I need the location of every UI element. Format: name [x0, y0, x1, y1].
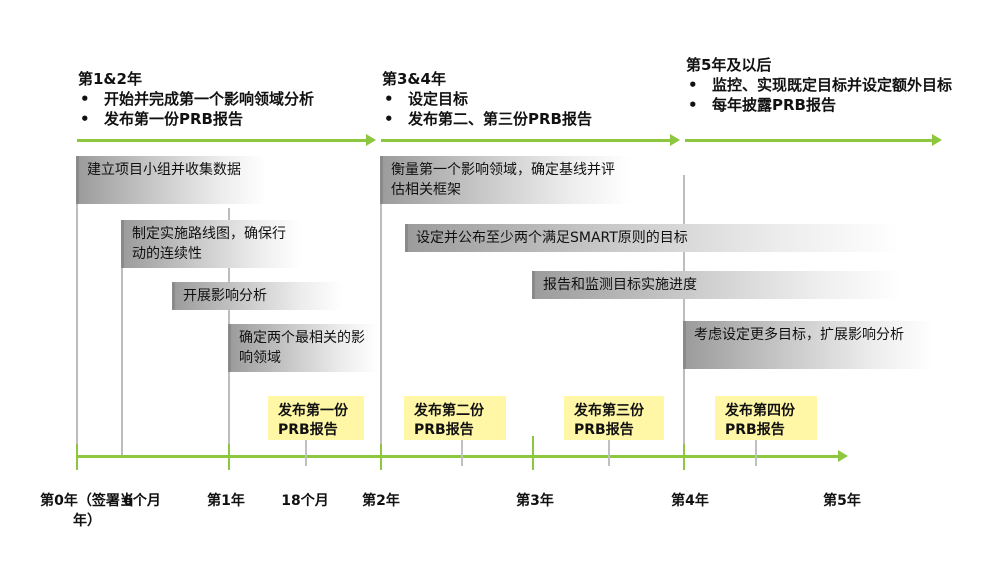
- phase-bullet: 每年披露PRB报告: [686, 95, 956, 115]
- phase-3-arrow-line: [685, 139, 933, 142]
- axis-tick-report: [608, 440, 610, 466]
- task-bar: 确定两个最相关的影响领域: [228, 324, 378, 372]
- axis-label-year-4: 第4年: [671, 493, 709, 509]
- phase-1-arrow-line: [77, 139, 367, 142]
- phase-1-arrow-head: [366, 134, 376, 146]
- phase-bullet-list: 设定目标 发布第二、第三份PRB报告: [382, 89, 682, 129]
- report-box: 发布第一份PRB报告: [268, 396, 364, 440]
- phase-bullet: 设定目标: [382, 89, 682, 109]
- report-box: 发布第四份PRB报告: [715, 396, 817, 440]
- axis-tick-report: [305, 440, 307, 466]
- phase-3-arrow-head: [932, 134, 942, 146]
- phase-bullet: 发布第一份PRB报告: [78, 109, 378, 129]
- phase-3: 第5年及以后 监控、实现既定目标并设定额外目标 每年披露PRB报告: [686, 55, 956, 115]
- guide-line-year-4: [683, 175, 685, 456]
- task-bar: 设定并公布至少两个满足SMART原则的目标: [405, 224, 900, 252]
- phase-bullet-list: 开始并完成第一个影响领域分析 发布第一份PRB报告: [78, 89, 378, 129]
- report-box: 发布第二份PRB报告: [404, 396, 506, 440]
- axis-tick-major: [76, 444, 78, 470]
- axis-label-year-5: 第5年: [823, 493, 861, 509]
- phase-2: 第3&4年 设定目标 发布第二、第三份PRB报告: [382, 69, 682, 129]
- axis-label-year-2: 第2年: [362, 493, 400, 509]
- task-bar: 建立项目小组并收集数据: [76, 156, 266, 204]
- phase-title: 第5年及以后: [686, 56, 772, 74]
- axis-tick-major: [228, 444, 230, 470]
- phase-bullet: 开始并完成第一个影响领域分析: [78, 89, 378, 109]
- guide-line-6-months: [121, 220, 123, 456]
- phase-title: 第1&2年: [78, 70, 142, 88]
- timeline-axis-line: [77, 455, 839, 458]
- timeline-axis-arrow-head: [838, 450, 848, 462]
- task-bar: 报告和监测目标实施进度: [532, 271, 902, 299]
- task-bar: 衡量第一个影响领域，确定基线并评估相关框架: [380, 156, 630, 204]
- phase-title: 第3&4年: [382, 70, 446, 88]
- task-bar: 制定实施路线图，确保行动的连续性: [121, 220, 301, 268]
- axis-label-6-months: 6个月: [123, 493, 161, 509]
- phase-1: 第1&2年 开始并完成第一个影响领域分析 发布第一份PRB报告: [78, 69, 378, 129]
- axis-tick-major: [380, 444, 382, 470]
- task-bar: 考虑设定更多目标，扩展影响分析: [683, 321, 933, 369]
- axis-label-18-months: 18个月: [281, 493, 329, 509]
- axis-label-year-1: 第1年: [207, 493, 245, 509]
- axis-tick-major: [532, 436, 534, 470]
- axis-label-year-3: 第3年: [516, 493, 554, 509]
- axis-label-year-0: 第0年（签署当年）: [40, 493, 134, 529]
- guide-line-year-0: [76, 156, 78, 456]
- phase-bullet: 监控、实现既定目标并设定额外目标: [686, 75, 956, 95]
- phase-2-arrow-head: [670, 134, 680, 146]
- axis-tick-report: [461, 440, 463, 466]
- phase-bullet: 发布第二、第三份PRB报告: [382, 109, 682, 129]
- phase-bullet-list: 监控、实现既定目标并设定额外目标 每年披露PRB报告: [686, 75, 956, 115]
- axis-tick-major: [683, 444, 685, 470]
- report-box: 发布第三份PRB报告: [564, 396, 664, 440]
- axis-tick-report: [755, 440, 757, 466]
- phase-2-arrow-line: [381, 139, 671, 142]
- guide-line-year-2: [380, 156, 382, 456]
- task-bar: 开展影响分析: [172, 282, 342, 310]
